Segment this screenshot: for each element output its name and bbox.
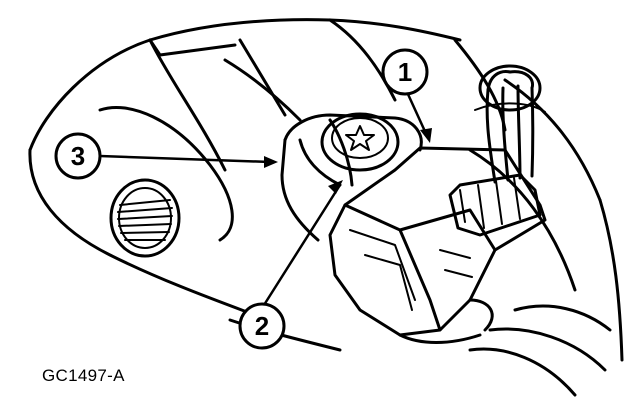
- engine-casting-outline: [28, 18, 624, 397]
- leader-line-3: [98, 154, 272, 164]
- wiring-harness: [474, 64, 546, 184]
- threaded-bore: [109, 178, 181, 258]
- arrowhead-2: [328, 180, 343, 194]
- sensor-body: [328, 146, 547, 344]
- sensor-bolt: [320, 112, 400, 172]
- sensor-bracket: [280, 113, 423, 242]
- callout-2-label: 2: [255, 311, 269, 341]
- leader-line-2: [262, 183, 342, 307]
- sensor-connector: [448, 173, 542, 237]
- figure-code: GC1497-A: [42, 366, 125, 385]
- callout-2: 2: [238, 302, 286, 350]
- callout-1-label: 1: [398, 57, 412, 87]
- arrowhead-1: [420, 128, 432, 143]
- callout-1: 1: [381, 48, 429, 96]
- arrowhead-3: [264, 156, 278, 168]
- callout-3-label: 3: [71, 141, 85, 171]
- callout-3: 3: [54, 132, 102, 180]
- leader-arrowheads: [264, 128, 432, 194]
